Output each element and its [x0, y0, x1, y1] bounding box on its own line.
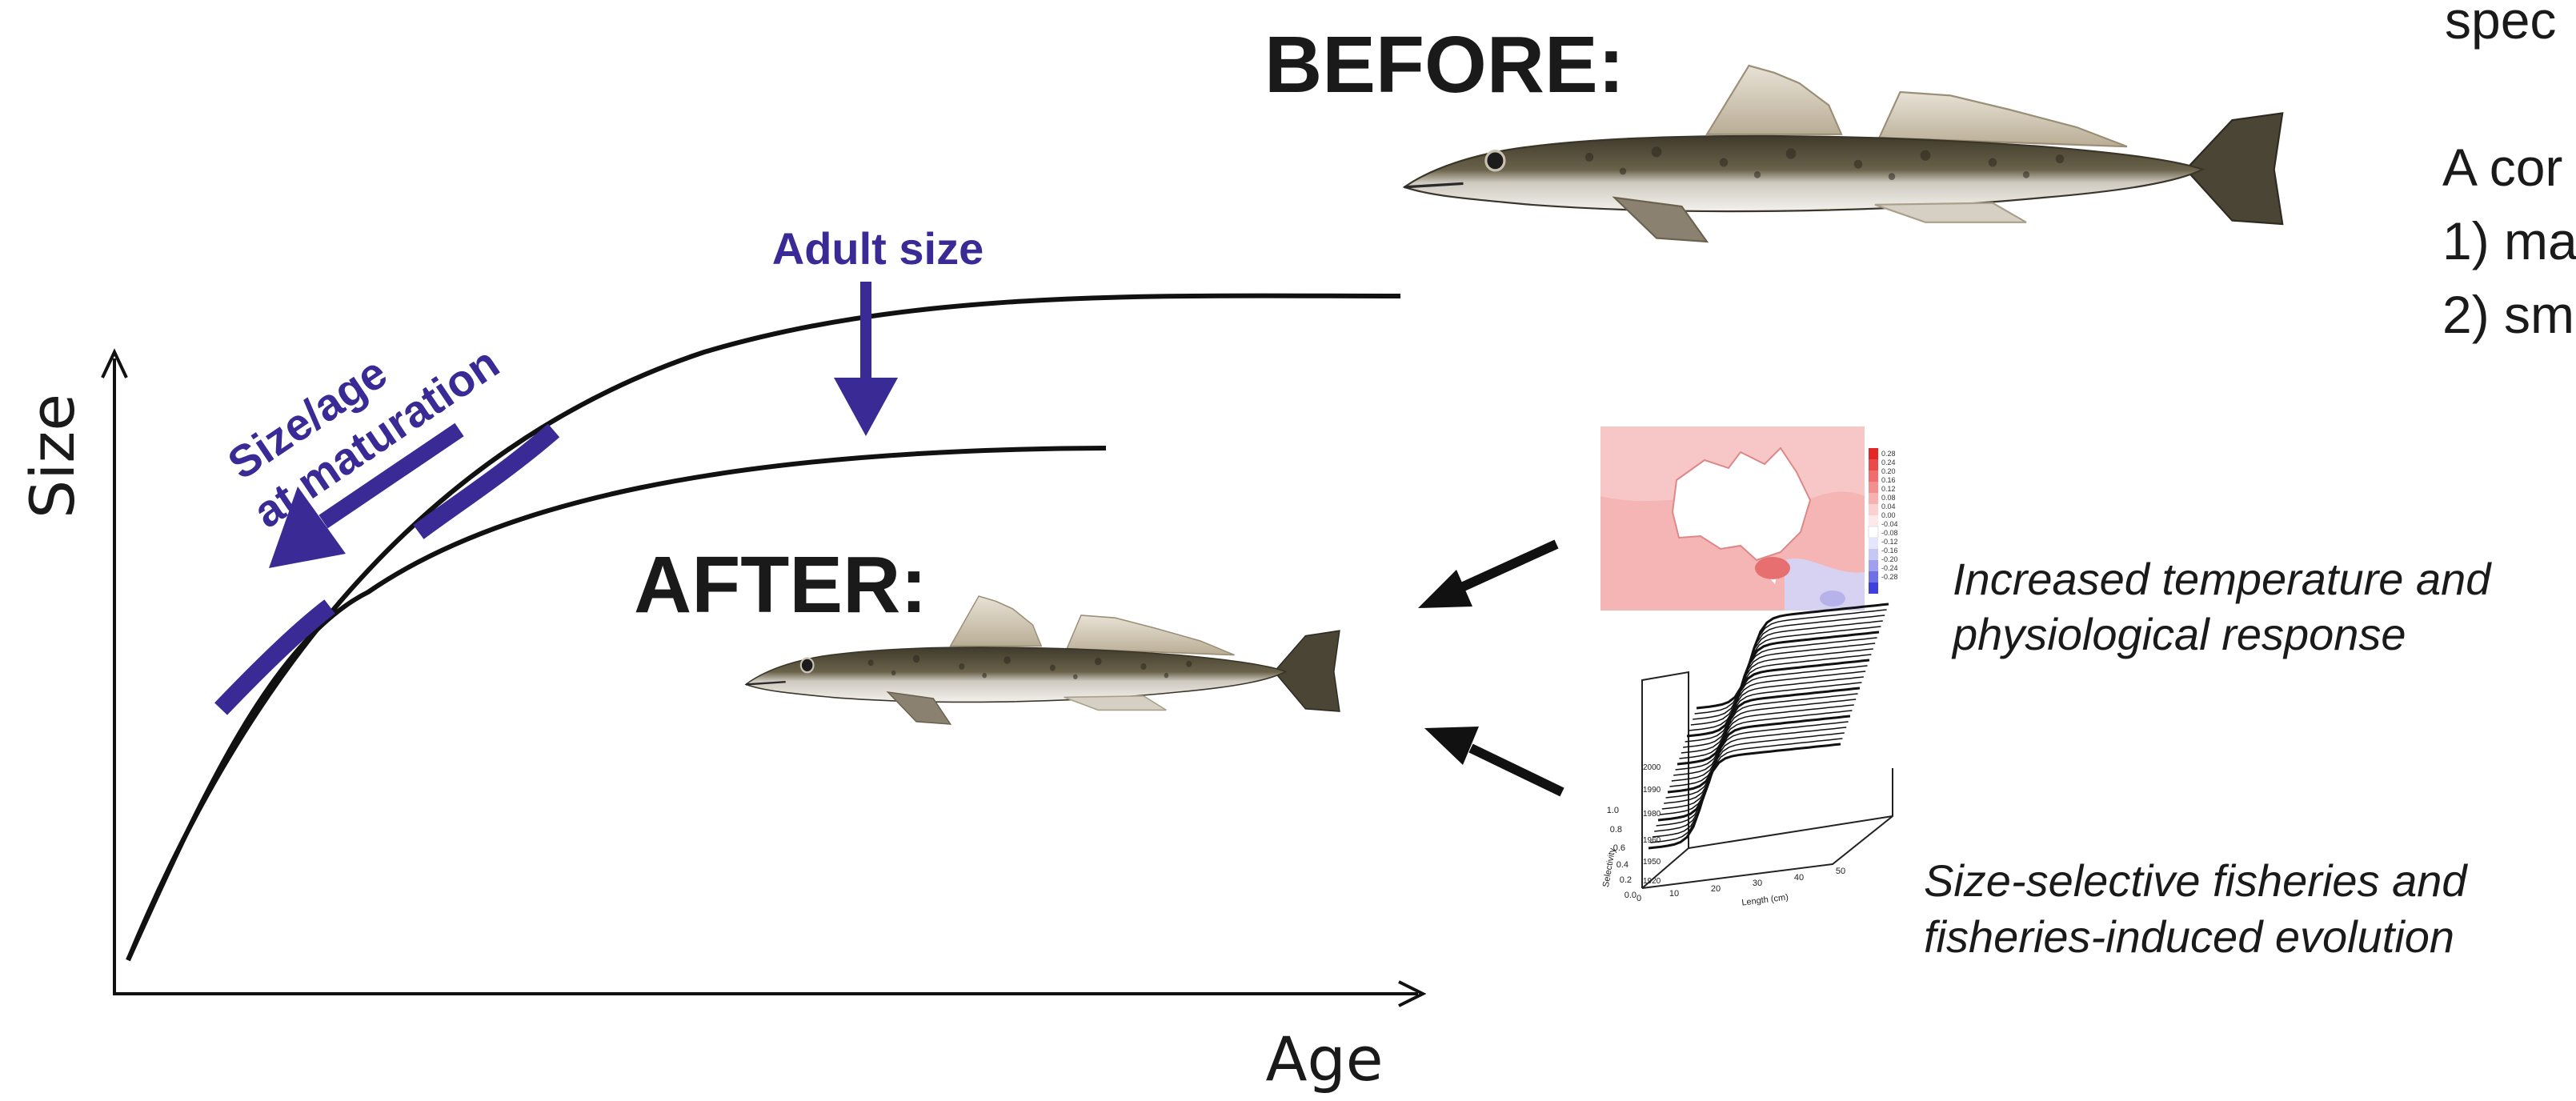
- x-axis-label-thumbnail: Length (cm): [1741, 892, 1789, 907]
- map-legend-value: 0.16: [1881, 476, 1896, 484]
- before-label: BEFORE:: [1264, 20, 1625, 110]
- map-legend-value: 0.04: [1881, 502, 1896, 510]
- cause-fisheries-line1: Size-selective fisheries and: [1924, 855, 2468, 906]
- map-legend-value: -0.28: [1881, 573, 1898, 581]
- map-legend-value: 0.00: [1881, 511, 1896, 519]
- z-tick-label: 0.2: [1620, 875, 1632, 885]
- cause-fisheries-line2: fisheries-induced evolution: [1924, 911, 2454, 962]
- map-legend-value: -0.08: [1881, 529, 1898, 537]
- cause-temperature: Increased temperature and physiological …: [1951, 554, 2492, 659]
- map-legend-value: -0.04: [1881, 520, 1898, 528]
- map-legend: 0.28 0.24 0.20 0.16 0.12 0.08 0.04 0.00 …: [1869, 448, 1898, 594]
- z-tick-label: 0.0: [1625, 891, 1637, 900]
- map-legend-value: -0.12: [1881, 538, 1898, 546]
- y-tick-label: 1990: [1643, 786, 1661, 795]
- z-tick-label: 0.8: [1610, 825, 1622, 835]
- map-legend-value: 0.20: [1881, 467, 1896, 475]
- z-axis-label: Selectivity: [1601, 847, 1618, 888]
- cause-temperature-line1: Increased temperature and: [1953, 554, 2492, 604]
- x-tick-label: 0: [1637, 894, 1641, 903]
- x-tick-label: 20: [1711, 884, 1721, 894]
- x-axis-label: Age: [1266, 1023, 1384, 1095]
- x-tick-label: 40: [1794, 873, 1804, 883]
- x-tick-label: 10: [1669, 889, 1679, 899]
- map-legend-value: 0.28: [1881, 450, 1896, 458]
- selectivity-surface: [1649, 604, 1889, 848]
- axes: Size Age: [17, 352, 1423, 1095]
- z-tick-label: 1.0: [1607, 806, 1619, 815]
- y-tick-label: 1950: [1643, 858, 1661, 867]
- cropped-text-line: spec: [2445, 0, 2556, 50]
- y-axis-label: Size: [17, 394, 88, 518]
- x-tick-label: 30: [1753, 879, 1762, 888]
- map-legend-value: 0.24: [1881, 458, 1896, 466]
- map-legend-value: -0.24: [1881, 564, 1898, 572]
- map-legend-value: -0.16: [1881, 546, 1898, 555]
- z-tick-label: 0.4: [1617, 860, 1629, 870]
- y-tick-label: 1920: [1643, 877, 1661, 886]
- map-legend-value: 0.12: [1881, 485, 1896, 493]
- map-legend-value: -0.20: [1881, 555, 1898, 563]
- cropped-side-text: spec A cor 1) ma 2) sm: [2442, 0, 2576, 344]
- cause-temperature-line2: physiological response: [1951, 609, 2406, 659]
- y-tick-label: 1960: [1643, 836, 1661, 845]
- cause-fisheries: Size-selective fisheries and fisheries-i…: [1924, 855, 2468, 962]
- y-tick-label: 2000: [1643, 763, 1661, 772]
- cause-arrow-icon-2: [1424, 727, 1562, 792]
- temperature-map-thumbnail: 0.28 0.24 0.20 0.16 0.12 0.08 0.04 0.00 …: [1600, 426, 1898, 611]
- selectivity-plot-thumbnail: 1.0 0.8 0.6 0.4 0.2 0.0 Selectivity 2000…: [1601, 604, 1893, 908]
- cropped-text-line: 2) sm: [2442, 285, 2574, 344]
- adult-size-label: Adult size: [772, 223, 984, 274]
- maturation-marker-after: [221, 607, 330, 709]
- cropped-text-line: A cor: [2442, 138, 2562, 197]
- after-label: AFTER:: [634, 540, 927, 630]
- map-legend-value: 0.08: [1881, 494, 1896, 502]
- x-tick-label: 50: [1836, 867, 1845, 876]
- cause-arrow-icon: [1418, 544, 1556, 608]
- cropped-text-line: 1) ma: [2442, 211, 2576, 270]
- down-arrow-icon: [834, 282, 898, 436]
- y-tick-label: 1980: [1643, 810, 1661, 819]
